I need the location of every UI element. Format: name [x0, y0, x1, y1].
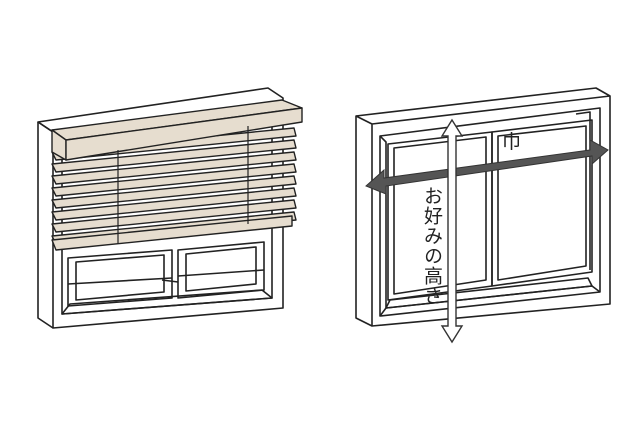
right-sash-right — [491, 119, 593, 287]
blind-slat — [51, 151, 297, 185]
left-pane-right-inner — [185, 246, 257, 292]
left-pane-left-inner — [75, 254, 165, 301]
right-frame-front-edge — [355, 95, 611, 326]
left-pane-left — [67, 249, 173, 307]
width-arrow-shape — [365, 139, 609, 195]
wooden-blind — [51, 99, 303, 251]
width-label: 巾 — [502, 131, 521, 153]
blind-bottom-rail — [51, 215, 293, 251]
blind-slat — [51, 163, 297, 197]
blind-slat — [51, 139, 297, 173]
blind-slat — [51, 175, 297, 209]
blind-slat — [51, 187, 297, 221]
right-frame-inner — [379, 107, 601, 317]
right-top-rail — [575, 111, 591, 270]
window-measurement — [355, 87, 611, 327]
blind-slat — [51, 199, 297, 233]
width-arrow — [365, 139, 609, 195]
height-arrow-shape — [440, 118, 464, 344]
blind-headrail-face — [65, 107, 303, 161]
left-frame-front — [37, 121, 54, 329]
height-arrow — [440, 118, 464, 344]
height-label: お好みの高さ — [421, 186, 443, 306]
right-sill — [385, 277, 593, 309]
right-sash-right-inner — [497, 125, 587, 281]
